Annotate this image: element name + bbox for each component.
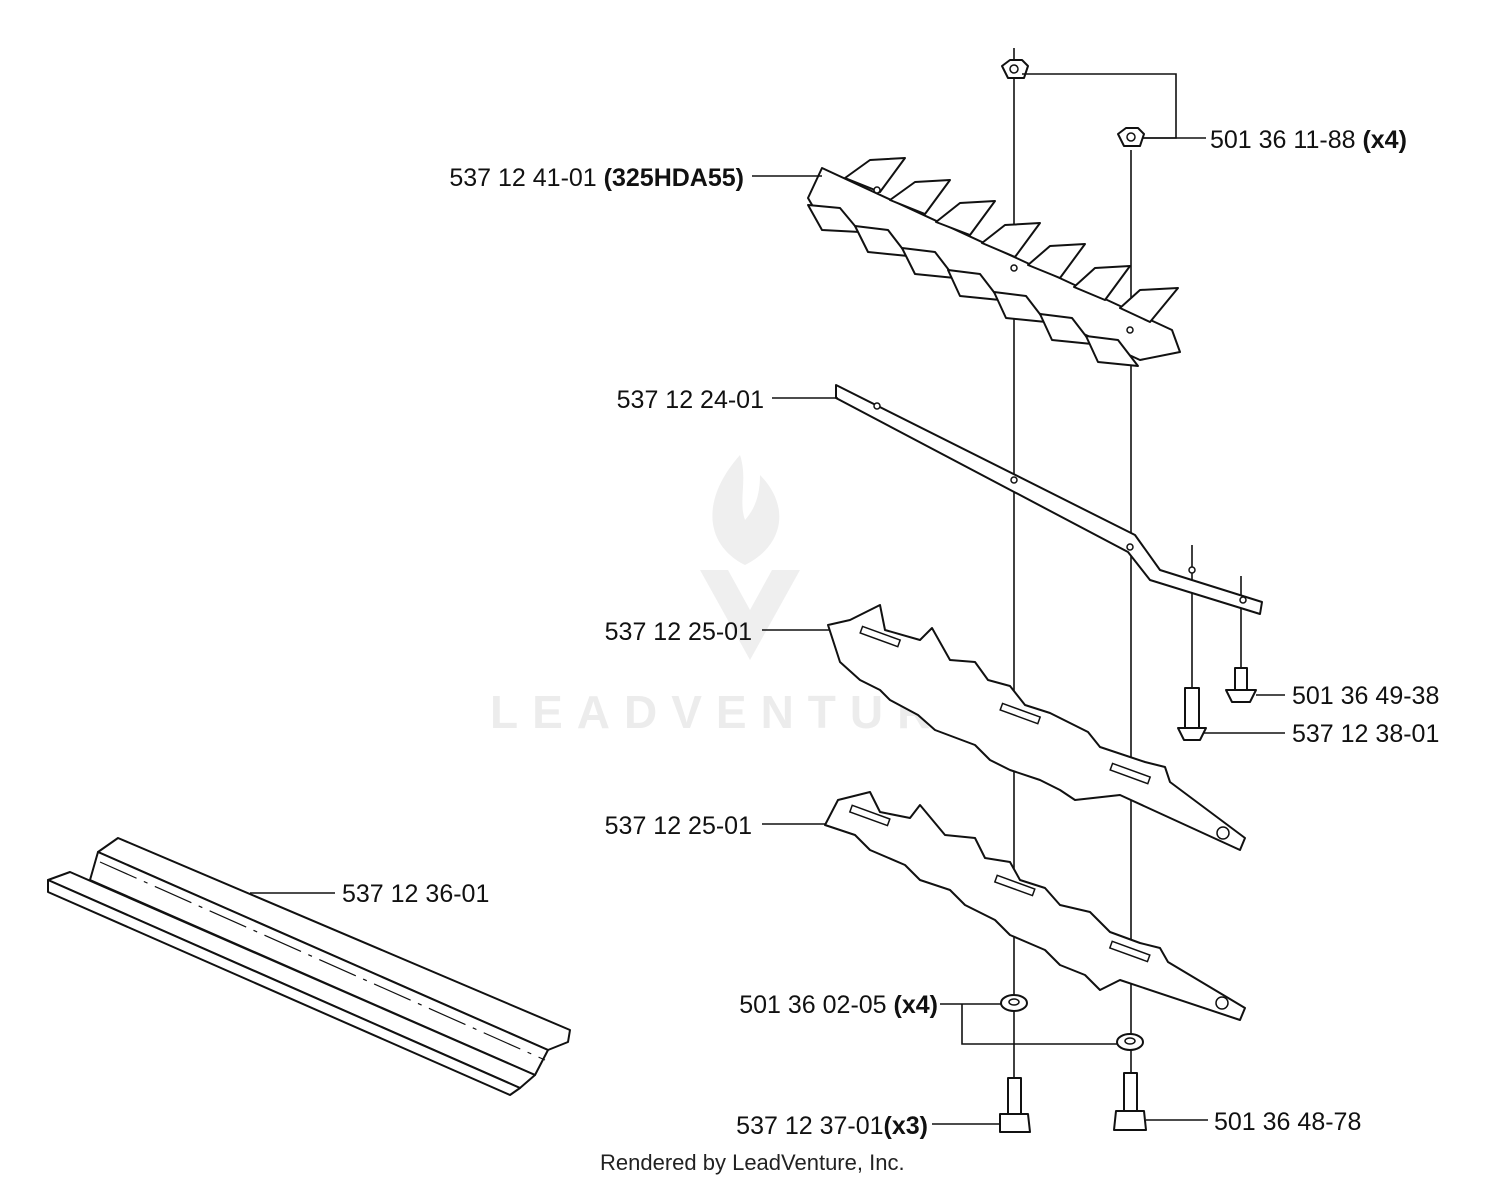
screw-long-part [1177,687,1207,741]
bolt-left-part [999,1077,1031,1133]
leader-washer-b [961,1004,1117,1045]
label-washer: 501 36 02-05 (x4) [739,991,938,1019]
label-screw-short: 501 36 49-38 [1292,682,1439,710]
guard-part [47,837,571,1096]
washer-parts [1000,994,1144,1051]
cutter-blade-lower-part [824,791,1246,1021]
label-cutter-upper: 537 12 25-01 [605,618,752,646]
cutter-blade-upper-part [827,604,1246,851]
label-cutter-lower: 537 12 25-01 [605,812,752,840]
label-nut: 501 36 11-88 (x4) [1210,126,1407,154]
label-screw-long: 537 12 38-01 [1292,720,1439,748]
nut-parts [1001,59,1145,147]
guide-bar-part [835,384,1263,615]
leader-nut-a [1022,73,1177,139]
label-bolt-right: 501 36 48-78 [1214,1108,1361,1136]
screw-short-part [1225,667,1257,703]
bolt-right-part [1113,1072,1147,1131]
footer-credit: Rendered by LeadVenture, Inc. [600,1150,905,1175]
label-top-blade: 537 12 41-01 (325HDA55) [449,164,744,192]
label-guard: 537 12 36-01 [342,880,489,908]
top-blade-part [807,157,1181,367]
label-guide-bar: 537 12 24-01 [617,386,764,414]
label-bolt-left: 537 12 37-01(x3) [736,1112,928,1140]
